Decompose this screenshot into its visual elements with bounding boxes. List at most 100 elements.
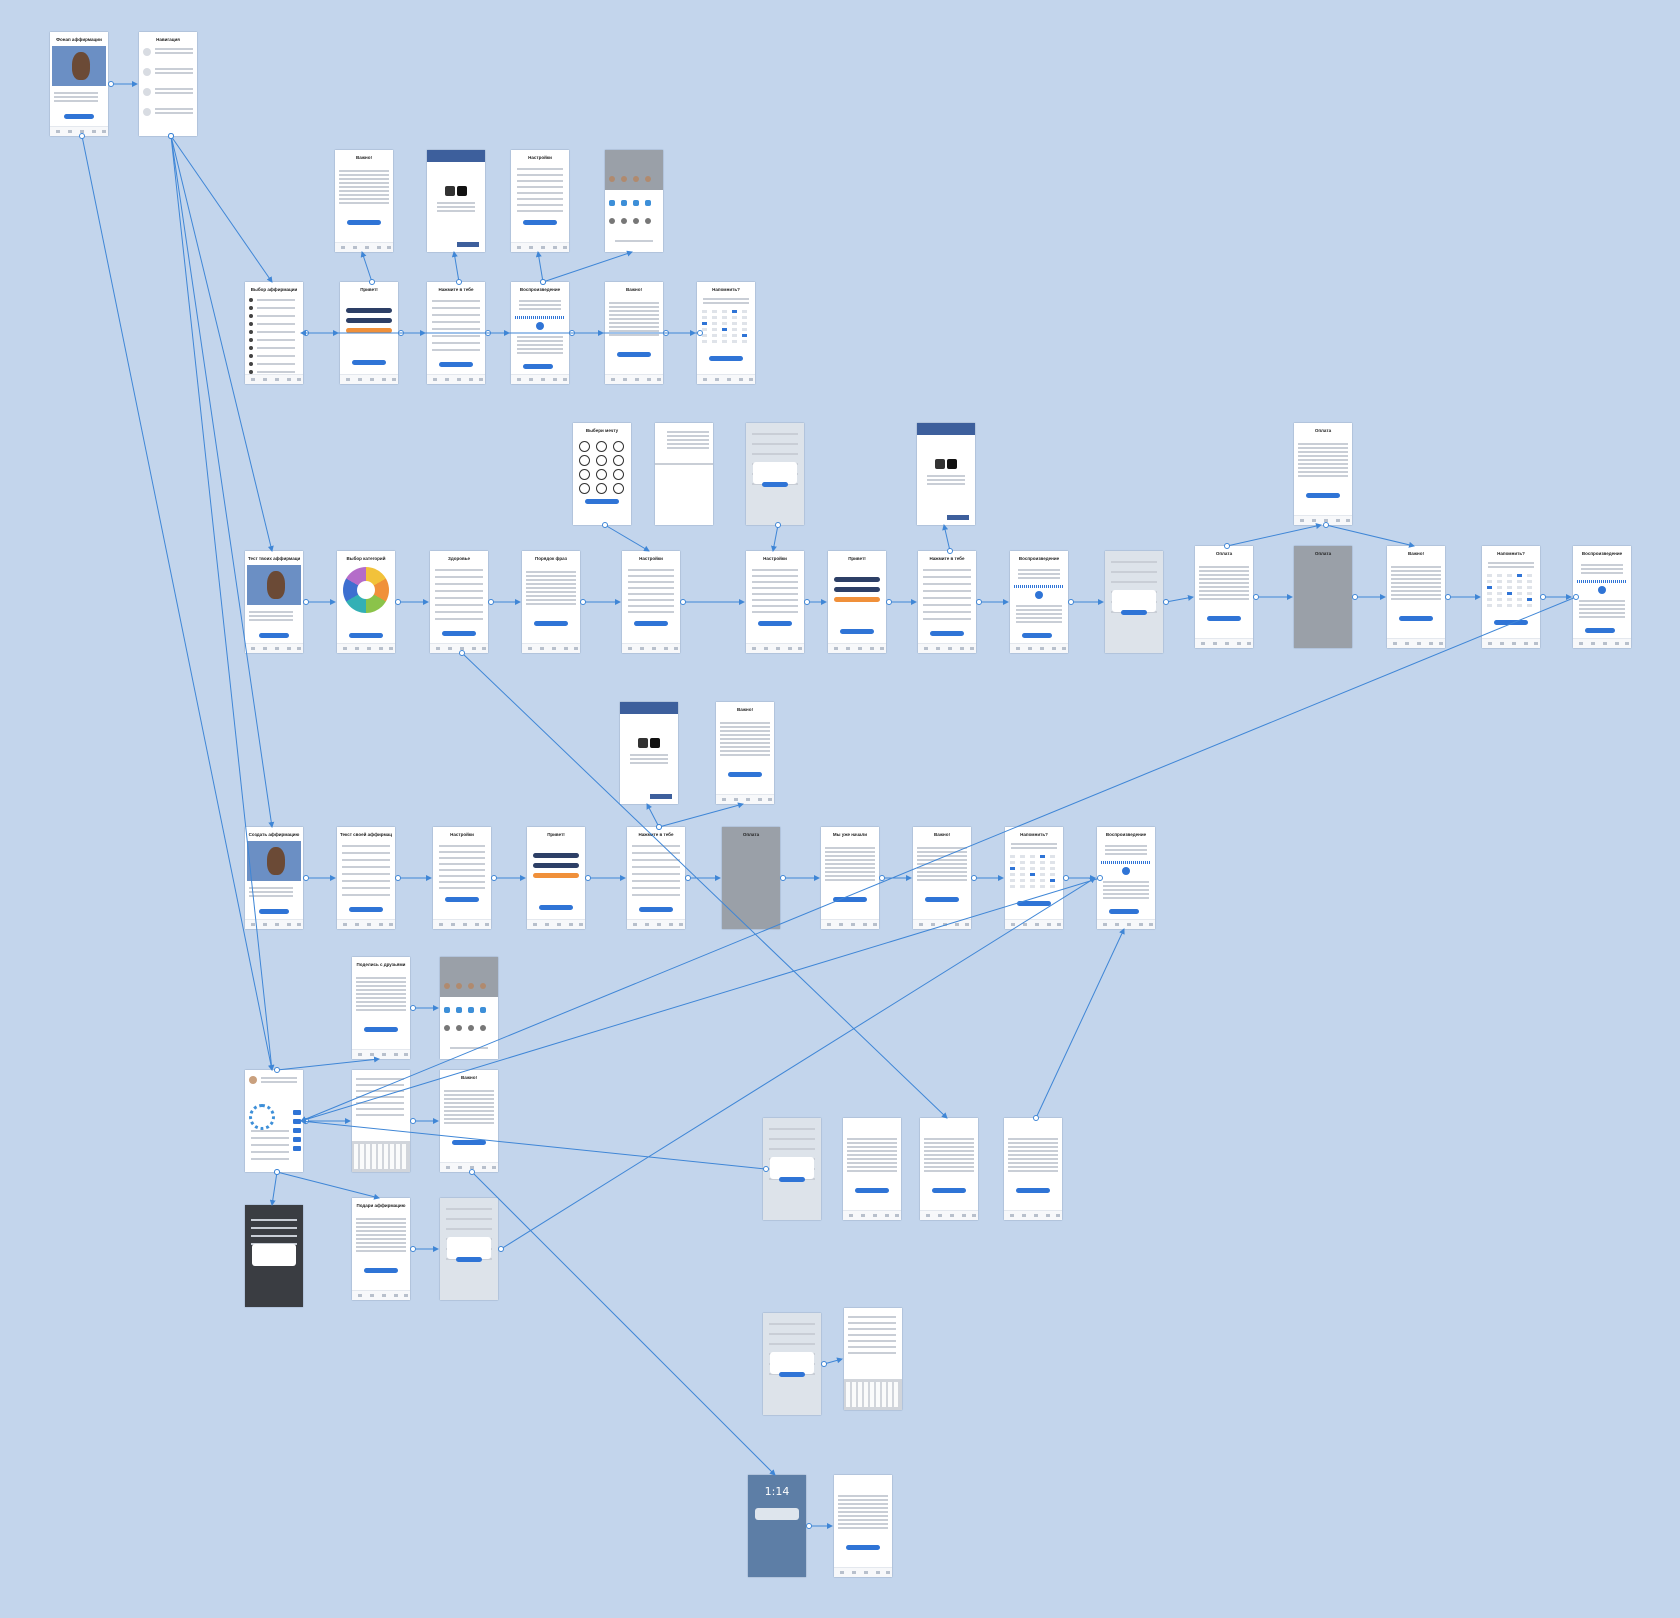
screen-s51[interactable] (843, 1118, 901, 1220)
text-line (720, 738, 770, 740)
screen-s34[interactable]: Важно! (716, 702, 774, 804)
list-icon (249, 306, 253, 310)
text-line (769, 1323, 815, 1325)
text-line (752, 453, 798, 455)
text-line (249, 619, 293, 621)
tab-icon (517, 246, 521, 249)
action-icon (480, 1025, 486, 1031)
text-line (439, 845, 485, 847)
screen-title: Воспроизведение (519, 287, 561, 292)
screen-s43[interactable]: Напомнить? (1005, 827, 1063, 929)
screen-s11[interactable]: Важно! (605, 282, 663, 384)
screen-s38[interactable]: Привет! (527, 827, 585, 929)
screen-s60[interactable] (834, 1475, 892, 1577)
dream-icon (613, 441, 624, 452)
flow-arrow-s27-s28 (1165, 594, 1194, 603)
time-cell (1527, 598, 1532, 601)
text-line (1008, 1142, 1058, 1144)
screen-s35[interactable]: Создать аффирмацию (245, 827, 303, 929)
screen-s27[interactable] (1105, 551, 1163, 653)
text-line (632, 873, 680, 875)
screen-s55[interactable]: Подари аффирмацию (352, 1198, 410, 1300)
text-line (632, 866, 680, 868)
screen-s49[interactable]: Важно! (440, 1070, 498, 1172)
screen-title: Напомнить? (1020, 832, 1048, 837)
tab-bar (527, 919, 585, 929)
screen-s46[interactable] (440, 957, 498, 1059)
text-line (630, 762, 668, 764)
text-line (342, 852, 390, 854)
screen-s26[interactable]: Воспроизведение (1010, 551, 1068, 653)
screen-s54[interactable] (245, 1205, 303, 1307)
text-line (917, 847, 967, 849)
screen-s45[interactable]: Поделись с друзьями (352, 957, 410, 1059)
time-cell (1010, 885, 1015, 888)
screen-s29[interactable]: Оплата (1294, 546, 1352, 648)
screen-s40[interactable]: Оплата (722, 827, 780, 929)
screen-title: Важно! (356, 155, 372, 160)
screen-s02[interactable]: Навигация (139, 32, 197, 136)
screen-s01[interactable]: Фонап аффирмации (50, 32, 108, 136)
screen-s39[interactable]: Нажмите в тебе (627, 827, 685, 929)
screen-s31[interactable]: Напомнить? (1482, 546, 1540, 648)
screen-s16[interactable] (917, 423, 975, 525)
screen-s44[interactable]: Воспроизведение (1097, 827, 1155, 929)
text-line (257, 307, 295, 309)
text-line (249, 895, 293, 897)
dialog-button (779, 1177, 805, 1183)
screen-s53[interactable] (1004, 1118, 1062, 1220)
screen-s05[interactable]: Настройки (511, 150, 569, 252)
tab-icon (358, 378, 362, 381)
screen-s15[interactable] (746, 423, 804, 525)
screen-s25[interactable]: Нажмите в тебе (918, 551, 976, 653)
screen-s20[interactable]: Здоровье (430, 551, 488, 653)
screen-s30[interactable]: Важно! (1387, 546, 1445, 648)
text-line (632, 887, 680, 889)
screen-s50[interactable] (763, 1118, 821, 1220)
screen-s04[interactable] (427, 150, 485, 252)
screen-s36[interactable]: Текст своей аффирмации (337, 827, 395, 929)
flow-origin-dot (303, 599, 309, 605)
screen-s47[interactable] (245, 1070, 303, 1172)
text-line (632, 894, 680, 896)
text-line (615, 240, 653, 242)
screen-s23[interactable]: Настройки (746, 551, 804, 653)
screen-s22[interactable]: Настройки (622, 551, 680, 653)
screen-s08[interactable]: Привет! (340, 282, 398, 384)
screen-s07[interactable]: Выбор аффирмации (245, 282, 303, 384)
tab-icon (460, 647, 464, 650)
screen-s06[interactable]: Воспроизведение (605, 150, 663, 252)
screen-s48[interactable] (352, 1070, 410, 1172)
text-line (439, 869, 485, 871)
text-line (356, 1246, 406, 1248)
screen-s37[interactable]: Настройки (433, 827, 491, 929)
screen-s32[interactable]: Воспроизведение (1573, 546, 1631, 648)
primary-button (259, 909, 289, 914)
screen-s58[interactable] (844, 1308, 902, 1410)
screen-s24[interactable]: Привет! (828, 551, 886, 653)
screen-s56[interactable] (440, 1198, 498, 1300)
screen-s28[interactable]: Оплата (1195, 546, 1253, 648)
screen-s12[interactable]: Напомнить? (697, 282, 755, 384)
screen-s42[interactable]: Важно! (913, 827, 971, 929)
screen-s09[interactable]: Нажмите в тебе (427, 282, 485, 384)
image-icon (947, 459, 957, 469)
screen-s10[interactable]: Воспроизведение (511, 282, 569, 384)
screen-s13[interactable]: Выбери мечту (573, 423, 631, 525)
screen-s33[interactable] (620, 702, 678, 804)
screen-s52[interactable] (920, 1118, 978, 1220)
screen-s17[interactable]: Оплата (1294, 423, 1352, 525)
screen-s19[interactable]: Выбор категорий (337, 551, 395, 653)
text-line (769, 1138, 815, 1140)
screen-s21[interactable]: Порядок фраз (522, 551, 580, 653)
screen-s03[interactable]: Важно! (335, 150, 393, 252)
screen-s14[interactable] (655, 423, 713, 525)
text-line (435, 569, 483, 571)
screen-s41[interactable]: Мы уже начали (821, 827, 879, 929)
screen-s18[interactable]: Тест твоих аффирмаций (245, 551, 303, 653)
screen-s57[interactable] (763, 1313, 821, 1415)
time-cell (1527, 586, 1532, 589)
screen-s59[interactable]: 1:14 (748, 1475, 806, 1577)
text-line (155, 72, 193, 74)
tab-icon (1010, 1214, 1014, 1217)
